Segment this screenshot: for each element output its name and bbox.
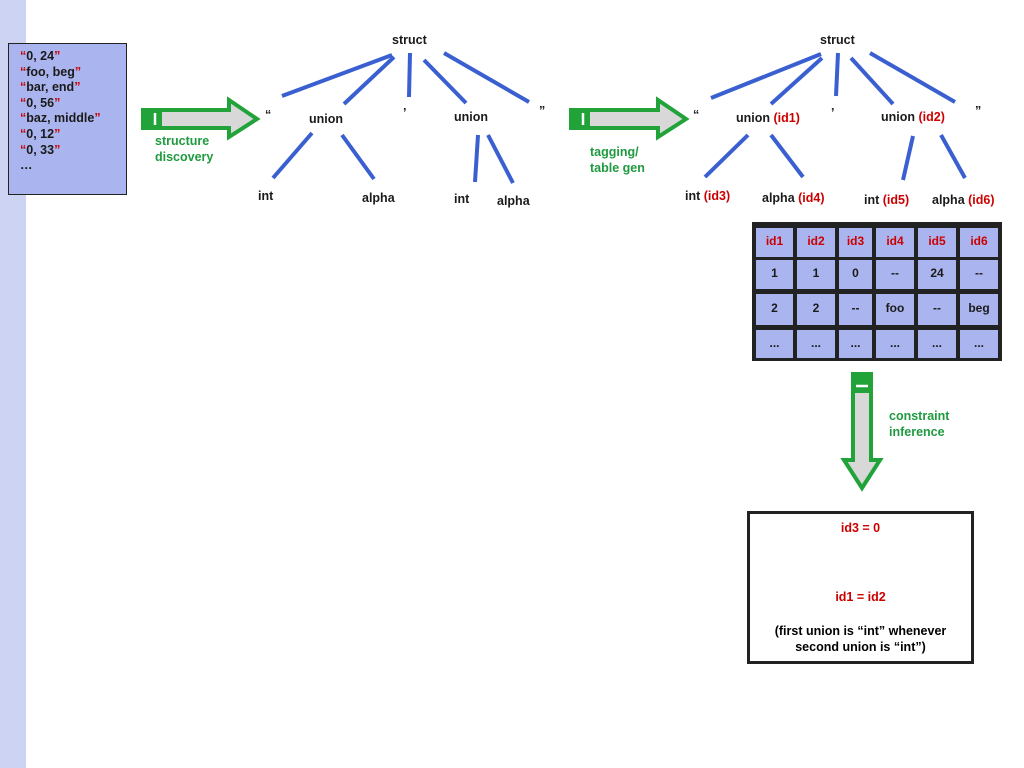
tree2-union-right: union (id2) xyxy=(881,110,945,124)
constraint-id3: id3 = 0 xyxy=(840,521,881,535)
tree1-root-struct: struct xyxy=(392,33,427,47)
table-cell: ... xyxy=(960,330,998,358)
input-record: “0, 33” xyxy=(20,142,61,157)
constraint-note-line2: second union is “int”) xyxy=(795,640,926,654)
table-cell: 2 xyxy=(797,294,835,325)
table-header-cell: id5 xyxy=(918,228,956,257)
table-cell: foo xyxy=(876,294,914,325)
table-cell: 0 xyxy=(839,260,872,289)
input-record: “0, 24” xyxy=(20,49,61,63)
tree1-alpha-right: alpha xyxy=(497,194,530,208)
input-record: “foo, beg” xyxy=(20,64,82,79)
input-records-box: “0, 24” “foo, beg” “bar, end” “0, 56” “b… xyxy=(8,43,127,195)
table-header-cell: id6 xyxy=(960,228,998,257)
tree2-alpha-right: alpha (id6) xyxy=(932,193,995,207)
arrow-constraint-inference xyxy=(840,372,884,492)
table-cell: ... xyxy=(839,330,872,358)
input-record: “baz, middle” xyxy=(20,111,101,126)
table-cell: -- xyxy=(918,294,956,325)
input-record: “bar, end” xyxy=(20,80,81,95)
tree2-edges xyxy=(703,51,967,181)
input-record: “0, 56” xyxy=(20,95,61,110)
tree1-int-right: int xyxy=(454,192,470,206)
tree2-close-quote: ” xyxy=(975,104,982,118)
input-record: “0, 12” xyxy=(20,126,61,141)
tree1-comma: ’ xyxy=(403,106,407,120)
table-header-cell: id3 xyxy=(839,228,872,257)
table-cell: ... xyxy=(756,330,793,358)
table-cell: ... xyxy=(876,330,914,358)
table-header-cell: id2 xyxy=(797,228,835,257)
table-cell: 24 xyxy=(918,260,956,289)
table-cell: ... xyxy=(797,330,835,358)
table-cell: -- xyxy=(960,260,998,289)
tree1-close-quote: ” xyxy=(539,104,546,118)
tree1-alpha-left: alpha xyxy=(362,191,395,205)
arrow-structure-discovery xyxy=(141,96,261,141)
table-cell: ... xyxy=(918,330,956,358)
tree2-int-right: int (id5) xyxy=(864,193,910,207)
table-header-cell: id1 xyxy=(756,228,793,257)
tree2-comma: ’ xyxy=(831,106,835,120)
tree2-root-struct: struct xyxy=(820,33,855,47)
constraint-id1-id2: id1 = id2 xyxy=(835,590,886,604)
tree1-union-left: union xyxy=(309,112,344,126)
tagging-label: tagging/table gen xyxy=(590,145,645,175)
tree1-int-left: int xyxy=(258,189,274,203)
tree1-edges xyxy=(271,51,530,184)
tree2-union-left: union (id1) xyxy=(736,111,800,125)
table-header-cell: id4 xyxy=(876,228,914,257)
tree2-open-quote: “ xyxy=(693,108,700,122)
table-cell: -- xyxy=(839,294,872,325)
constraint-note-line1: (first union is “int” whenever xyxy=(774,624,947,638)
tree2-alpha-left: alpha (id4) xyxy=(762,191,825,205)
input-ellipsis: … xyxy=(20,158,33,173)
table-cell: 1 xyxy=(756,260,793,289)
table-cell: beg xyxy=(960,294,998,325)
table-cell: 1 xyxy=(797,260,835,289)
table-cell: -- xyxy=(876,260,914,289)
tree2-int-left: int (id3) xyxy=(685,189,731,203)
arrow-tagging xyxy=(569,96,690,141)
tree1-union-right: union xyxy=(454,110,489,124)
table-cell: 2 xyxy=(756,294,793,325)
tree1-open-quote: “ xyxy=(265,108,272,122)
constraint-results-box: id3 = 0 id1 = id2 (first union is “int” … xyxy=(747,511,974,664)
